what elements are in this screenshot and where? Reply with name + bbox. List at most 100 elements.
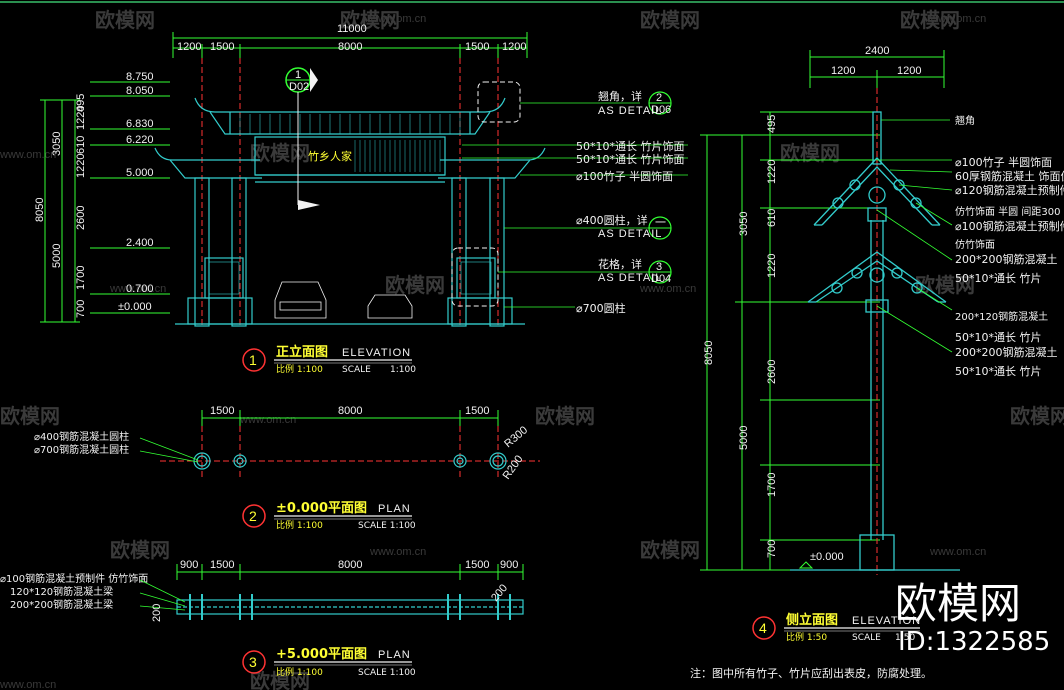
section-num: 1 <box>295 69 301 81</box>
side-callout: 50*10*通长 竹片 <box>955 271 1042 285</box>
dim-label: 1220 <box>75 106 87 130</box>
side-callout: 200*120钢筋混凝土 <box>955 310 1048 323</box>
side-callout: ⌀100钢筋混凝土预制件 <box>955 219 1064 233</box>
watermark-text: 欧模网 <box>900 8 960 32</box>
dim-label: 1200 <box>502 41 526 53</box>
title-scale-val: 1:100 <box>390 365 416 375</box>
title-cn: 正立面图 <box>276 344 328 360</box>
drawing-title-4: 4 侧立面图 ELEVATION 比例 1:50 SCALE 1:50 <box>752 612 921 643</box>
title-scale-cn: 比例 1:100 <box>276 363 323 375</box>
dim-label: 3050 <box>738 212 750 236</box>
callout-circles <box>648 91 672 284</box>
callout-ref: D04 <box>651 273 671 285</box>
detail-box <box>451 247 499 307</box>
watermark-text: 欧模网 <box>640 8 700 32</box>
callout-text: 翘角，详 <box>598 89 642 103</box>
callout-text: 50*10*通长 竹片饰面 <box>576 152 685 166</box>
dim-label: 1220 <box>766 160 778 184</box>
drawing-title-2: 2 ±0.000平面图 PLAN 比例 1:100 SCALE 1:100 <box>242 501 416 531</box>
side-callout-top: 翘角 <box>955 115 975 127</box>
title-num: 1 <box>249 352 257 368</box>
level-label: ±0.000 <box>118 301 152 313</box>
title-en: ELEVATION <box>852 615 921 627</box>
watermark-text: 欧模网 <box>385 273 445 297</box>
title-en: ELEVATION <box>342 347 411 359</box>
dim-total: 11000 <box>337 23 367 35</box>
dim-label: 3050 <box>51 132 63 156</box>
radius-label: R300 <box>502 424 530 450</box>
plan-roof: 900 1500 8000 1500 900 ⌀100钢筋混凝土预制件 仿竹饰面… <box>0 559 524 678</box>
callout-leaders <box>462 102 688 308</box>
dim-label: 200 <box>489 582 510 604</box>
dim-label: 610 <box>766 209 778 227</box>
watermark-text: 欧模网 <box>535 404 595 428</box>
dim-label: 1500 <box>465 405 489 417</box>
dim-label: 1700 <box>766 473 778 497</box>
sign-text: 竹乡人家 <box>308 149 352 163</box>
plan-label: 120*120钢筋混凝土梁 <box>10 585 113 598</box>
plan5-beams <box>176 599 524 615</box>
callout-ref: D06 <box>651 104 671 116</box>
dim-label: 1220 <box>766 254 778 278</box>
watermark-text: 欧模网 <box>250 669 310 690</box>
side-elevation: 2400 1200 1200 495 1220 610 1220 2600 17… <box>700 45 1064 643</box>
title-en: PLAN <box>378 503 411 515</box>
title-scale-en: SCALE <box>852 633 881 643</box>
watermark-text: 欧模网 <box>1010 404 1064 428</box>
dim-label: 8000 <box>338 405 362 417</box>
title-scale-cn: 比例 1:100 <box>276 666 323 678</box>
callout-text: ⌀100竹子 半圆饰面 <box>576 169 673 183</box>
elev-dim-lines <box>172 32 528 58</box>
dim-label: 1220 <box>75 154 87 178</box>
leader <box>139 579 186 603</box>
dim-label: 495 <box>766 115 778 133</box>
watermark-url: www.om.cn <box>639 283 696 295</box>
title-cn: ±0.000平面图 <box>276 501 367 516</box>
plan0-dims <box>201 410 499 426</box>
title-scale-val: 1:50 <box>895 633 915 643</box>
dim-label: 700 <box>766 540 778 558</box>
drawing-title-1: 1 正立面图 ELEVATION 比例 1:100 SCALE 1:100 <box>242 344 416 375</box>
side-right-dims: 495 1220 610 1220 2600 1700 700 3050 500… <box>703 115 778 558</box>
title-num: 3 <box>249 654 257 670</box>
plan-label: ⌀700钢筋混凝土圆柱 <box>34 443 129 456</box>
watermark-url: www.om.cn <box>929 546 986 558</box>
plan5-beam-ticks <box>189 594 511 620</box>
title-num: 2 <box>249 508 257 524</box>
side-callout: 200*200钢筋混凝土 <box>955 252 1058 266</box>
callout-num: 2 <box>656 92 662 104</box>
side-callout: ⌀100竹子 半圆饰面 <box>955 155 1052 169</box>
level-label: 6.220 <box>126 134 154 146</box>
title-cn: 侧立面图 <box>786 612 838 628</box>
dim-label: 700 <box>75 300 87 318</box>
plan0-axis <box>160 426 540 480</box>
title-scale-cn: 比例 1:100 <box>276 519 323 531</box>
footnote: 注：图中所有竹子、竹片应刮出表皮，防腐处理。 <box>690 666 932 680</box>
dim-label: 5000 <box>51 244 63 268</box>
level-label: 5.000 <box>126 167 154 179</box>
watermark-text: 欧模网 <box>780 141 840 165</box>
title-scale-en: SCALE 1:100 <box>358 521 416 531</box>
leader <box>139 437 199 461</box>
dim-label: 8050 <box>703 341 715 365</box>
sign-hatch <box>354 140 441 172</box>
section-marker: 1 D02 <box>285 67 320 210</box>
leader <box>139 592 186 607</box>
level-symbol <box>798 561 814 569</box>
brand-id: ID:1322585 <box>898 627 1050 657</box>
side-callout: 50*10*通长 竹片 <box>955 330 1042 344</box>
side-callout: 50*10*通长 竹片 <box>955 364 1042 378</box>
callout-text: 50*10*通长 竹片饰面 <box>576 139 685 153</box>
side-callout: 200*200钢筋混凝土 <box>955 345 1058 359</box>
plan-label: ⌀100钢筋混凝土预制件 仿竹饰面 <box>0 572 148 585</box>
title-scale-en: SCALE <box>342 365 371 375</box>
dim-label: 610 <box>75 136 87 154</box>
dim-label: 2600 <box>75 206 87 230</box>
dim-label: 1200 <box>831 65 855 77</box>
detail-box <box>477 81 521 123</box>
front-elevation: 11000 1200 1500 8000 1500 1200 <box>34 23 688 375</box>
side-callout: 60厚钢筋混凝土 饰面仿 <box>955 169 1064 183</box>
level-label: 8.050 <box>126 85 154 97</box>
level-label: ±0.000 <box>810 551 844 563</box>
